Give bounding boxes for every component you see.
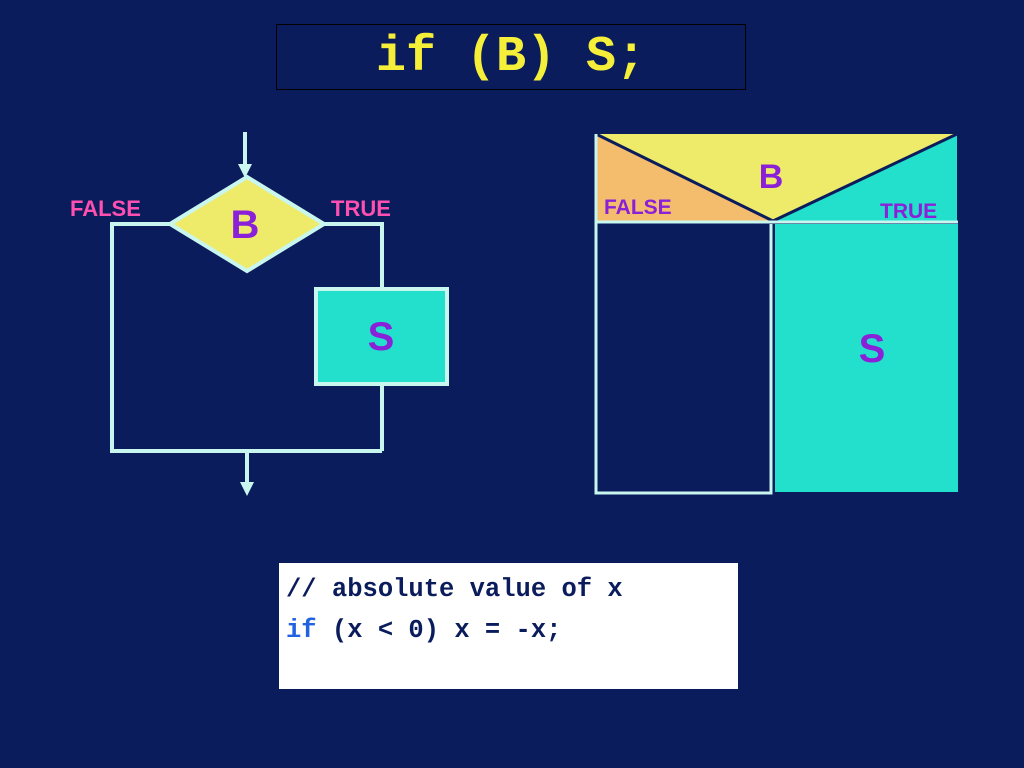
code-if-keyword: if bbox=[286, 616, 317, 645]
struct-condition-region bbox=[596, 134, 957, 221]
code-statement: (x < 0) x = -x; bbox=[316, 616, 562, 645]
flow-decision-diamond bbox=[166, 174, 328, 274]
struct-false-diagonal bbox=[595, 132, 774, 223]
code-comment-line: // absolute value of x bbox=[286, 575, 623, 604]
struct-false-label: FALSE bbox=[604, 196, 672, 219]
flow-decision-label: B bbox=[231, 203, 260, 247]
struct-true-label: TRUE bbox=[880, 200, 937, 223]
slide-title: if (B) S; bbox=[276, 24, 746, 90]
structogram: B FALSE TRUE S bbox=[594, 132, 958, 495]
flow-false-label: FALSE bbox=[70, 196, 141, 221]
flow-statement-box bbox=[314, 287, 449, 386]
struct-empty-branch bbox=[594, 224, 773, 495]
flow-statement-label: S bbox=[368, 315, 395, 359]
flow-entry-arrowhead bbox=[238, 164, 252, 178]
struct-condition-label: B bbox=[759, 158, 784, 196]
code-example: // absolute value of x if (x < 0) x = -x… bbox=[279, 563, 738, 689]
struct-true-diagonal bbox=[772, 132, 958, 223]
struct-statement-label: S bbox=[859, 327, 886, 371]
flow-true-label: TRUE bbox=[331, 196, 391, 221]
struct-statement-block bbox=[775, 224, 958, 492]
flow-exit-arrowhead bbox=[240, 482, 254, 496]
flow-true-path bbox=[324, 222, 384, 289]
flowchart: B S FALSE TRUE bbox=[70, 132, 449, 496]
